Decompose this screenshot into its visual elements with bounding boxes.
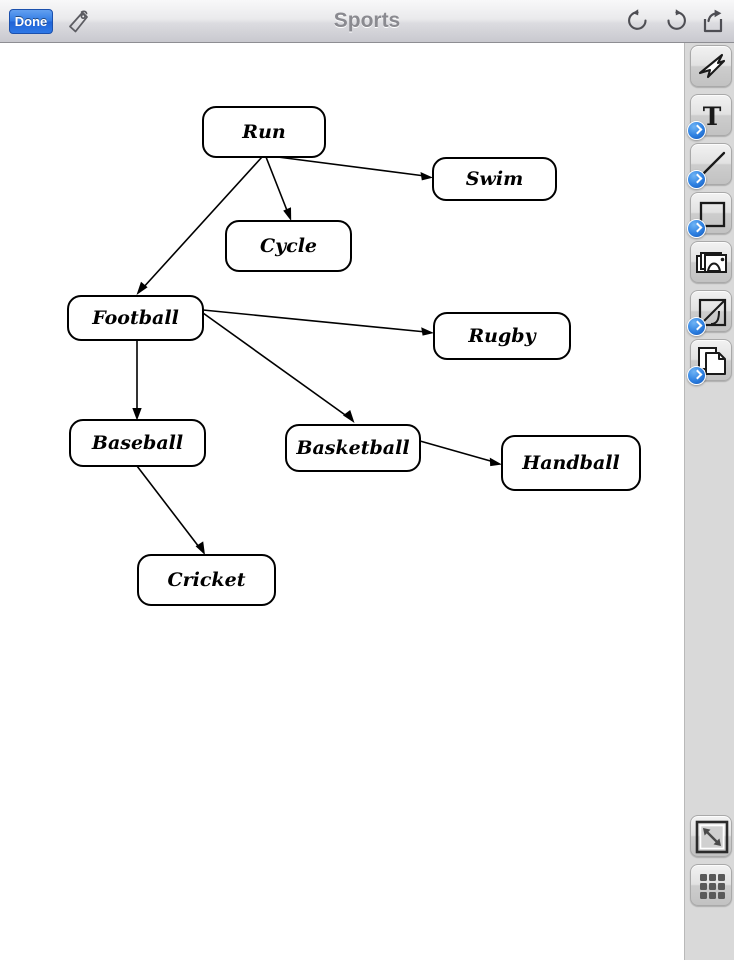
node-run[interactable]: Run — [202, 106, 326, 158]
node-label: Rugby — [467, 325, 537, 347]
node-cycle[interactable]: Cycle — [225, 220, 352, 272]
node-label: Swim — [466, 168, 523, 190]
edge-football-basketball[interactable] — [202, 312, 355, 423]
chevron-right-badge-icon[interactable] — [687, 121, 706, 140]
tool-sidebar: T — [684, 43, 734, 960]
page-title: Sports — [333, 9, 401, 32]
node-rugby[interactable]: Rugby — [433, 312, 571, 360]
undo-icon[interactable] — [624, 8, 652, 36]
diagram-canvas[interactable]: Run Swim Cycle Football Rugby Baseball — [0, 43, 684, 960]
chevron-right-badge-icon[interactable] — [687, 170, 706, 189]
node-label: Football — [91, 307, 179, 329]
select-tool-button[interactable] — [690, 45, 732, 87]
diagram-svg: Run Swim Cycle Football Rugby Baseball — [67, 106, 641, 606]
grid-tool-button[interactable] — [690, 864, 732, 906]
svg-text:T: T — [703, 102, 722, 131]
edge-run-cycle[interactable] — [265, 156, 292, 221]
edge-basketball-handball[interactable] — [419, 440, 502, 467]
node-cricket[interactable]: Cricket — [137, 554, 276, 606]
share-icon[interactable] — [699, 8, 727, 36]
edge-football-baseball[interactable] — [132, 340, 142, 421]
edge-run-swim[interactable] — [269, 155, 433, 181]
chart-tool-button[interactable] — [687, 290, 732, 336]
node-label: Handball — [521, 452, 619, 474]
line-tool-button[interactable] — [687, 143, 732, 189]
edge-run-football[interactable] — [136, 156, 263, 295]
node-football[interactable]: Football — [67, 295, 204, 341]
node-label: Run — [241, 121, 285, 143]
done-button[interactable]: Done — [9, 9, 53, 34]
node-swim[interactable]: Swim — [432, 157, 557, 201]
node-baseball[interactable]: Baseball — [69, 419, 206, 467]
node-label: Cycle — [260, 235, 317, 257]
edge-football-rugby[interactable] — [202, 309, 434, 336]
stencil-tool-button[interactable] — [687, 339, 732, 385]
node-basketball[interactable]: Basketball — [285, 424, 421, 472]
node-label: Baseball — [91, 432, 183, 454]
redo-icon[interactable] — [662, 8, 690, 36]
top-toolbar: Done Sports — [0, 0, 734, 43]
tag-icon[interactable] — [64, 8, 92, 36]
shape-tool-button[interactable] — [687, 192, 732, 238]
node-label: Basketball — [295, 437, 409, 459]
resize-tool-button[interactable] — [690, 815, 732, 857]
edge-baseball-cricket[interactable] — [136, 465, 205, 555]
chevron-right-badge-icon[interactable] — [687, 317, 706, 336]
image-tool-button[interactable] — [690, 241, 732, 283]
chevron-right-badge-icon[interactable] — [687, 219, 706, 238]
node-label: Cricket — [168, 569, 246, 591]
text-tool-button[interactable]: T — [687, 94, 732, 140]
node-handball[interactable]: Handball — [501, 435, 641, 491]
chevron-right-badge-icon[interactable] — [687, 366, 706, 385]
